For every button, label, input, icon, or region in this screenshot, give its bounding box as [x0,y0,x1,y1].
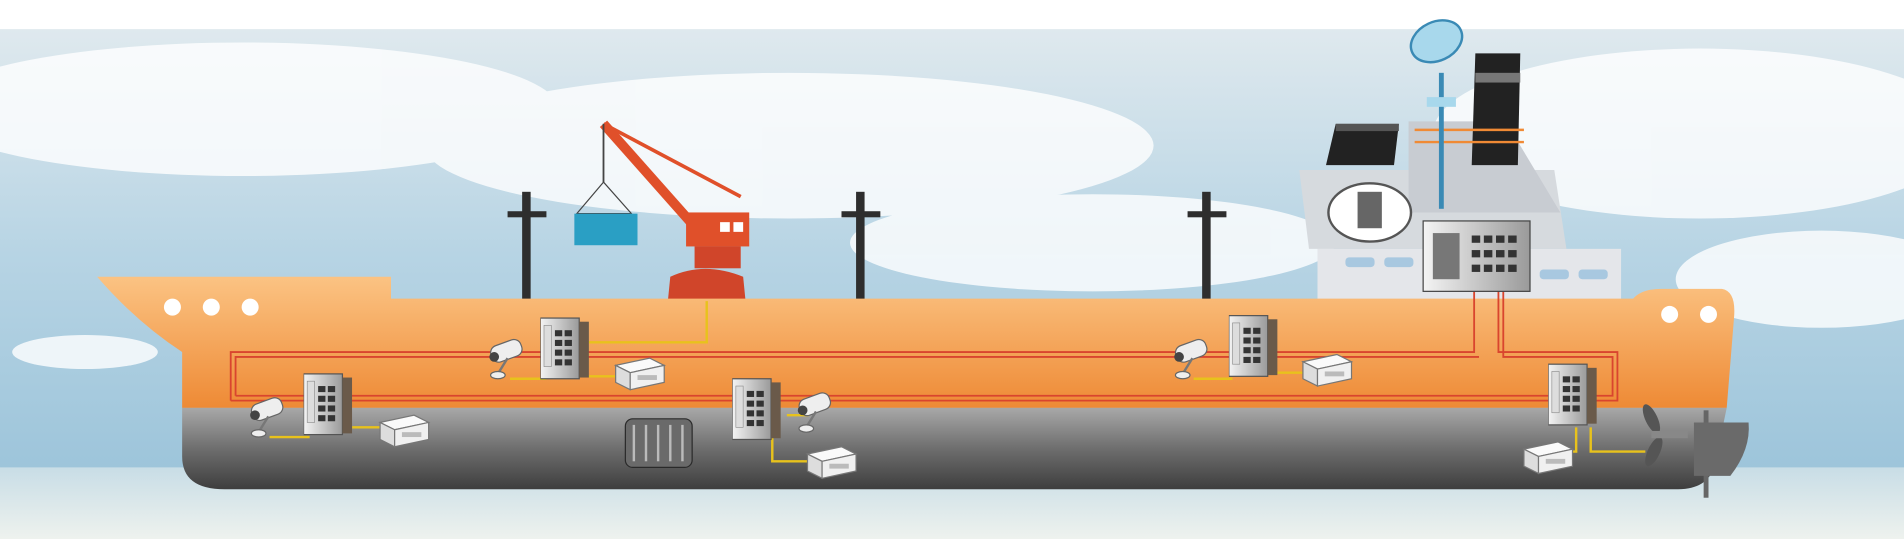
propeller-icon [1642,404,1688,467]
white-top-band [0,0,1904,30]
portholes [163,298,1717,323]
cargo-container [574,213,638,246]
steering-wheel-icon [1327,182,1413,243]
hull-lower [182,407,1727,490]
satellite-dish-icon [1409,19,1464,209]
rudder-icon [1693,410,1749,498]
network-switch-icon [1228,315,1278,377]
network-switch-icon [1548,363,1597,426]
funnel-left [1326,123,1399,166]
masts [507,191,1227,304]
core-network-switch [1422,220,1531,292]
network-switch-icon [303,373,353,436]
crane-icon [574,120,750,302]
ring-network-cable [229,281,1619,402]
network-switch-icon [540,317,589,380]
funnel-right [1471,53,1521,166]
engine-icon [624,418,693,468]
network-switch-icon [732,378,781,441]
